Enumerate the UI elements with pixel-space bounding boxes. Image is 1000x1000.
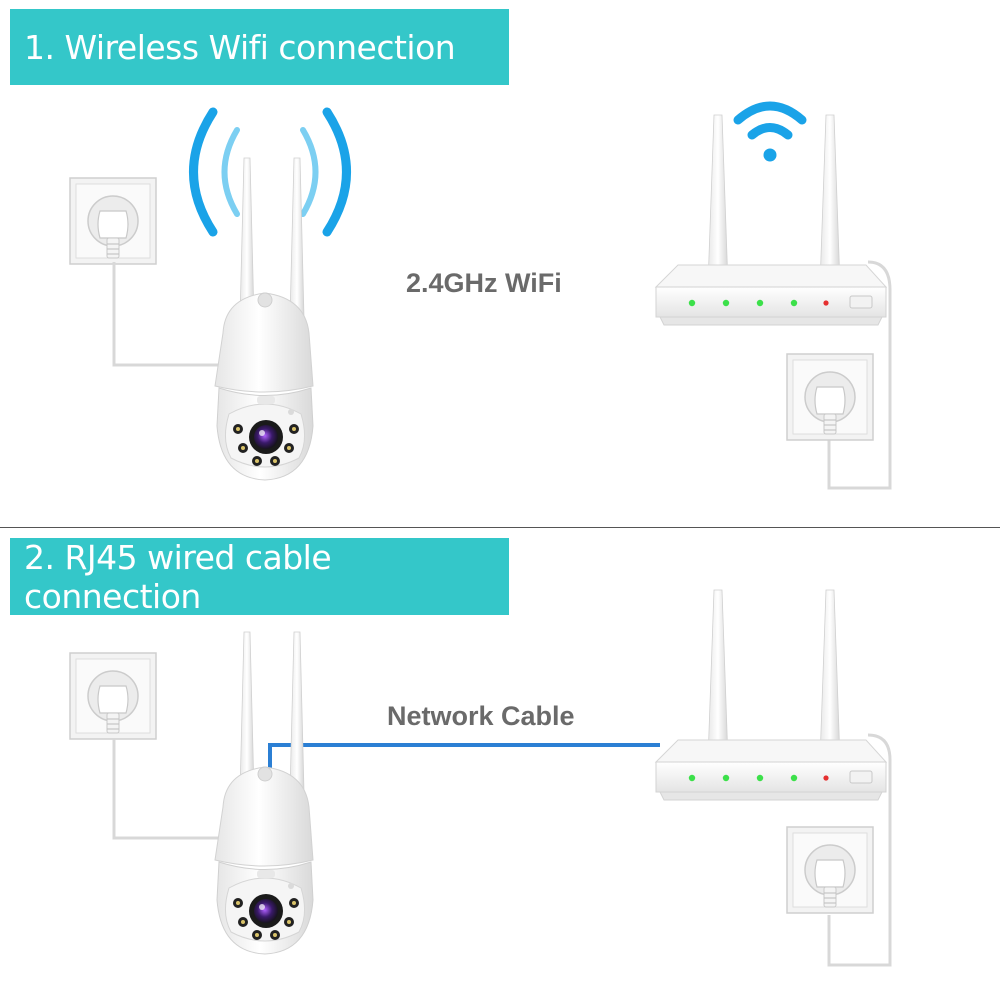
router-icon	[656, 590, 886, 800]
camera-icon	[215, 632, 313, 954]
router-icon	[656, 115, 886, 325]
power-socket-icon	[787, 827, 873, 913]
network-cable-line	[270, 745, 660, 780]
power-socket-icon	[70, 653, 156, 739]
power-socket-icon	[70, 178, 156, 264]
power-socket-icon	[787, 354, 873, 440]
wifi-dot	[764, 149, 777, 162]
wifi-connection-label: 2.4GHz WiFi	[406, 268, 562, 299]
signal-waves-icon	[194, 112, 347, 232]
power-cable	[114, 262, 218, 365]
network-cable-label: Network Cable	[387, 701, 575, 732]
power-cable	[114, 738, 218, 838]
wifi-signal-icon	[738, 106, 802, 135]
